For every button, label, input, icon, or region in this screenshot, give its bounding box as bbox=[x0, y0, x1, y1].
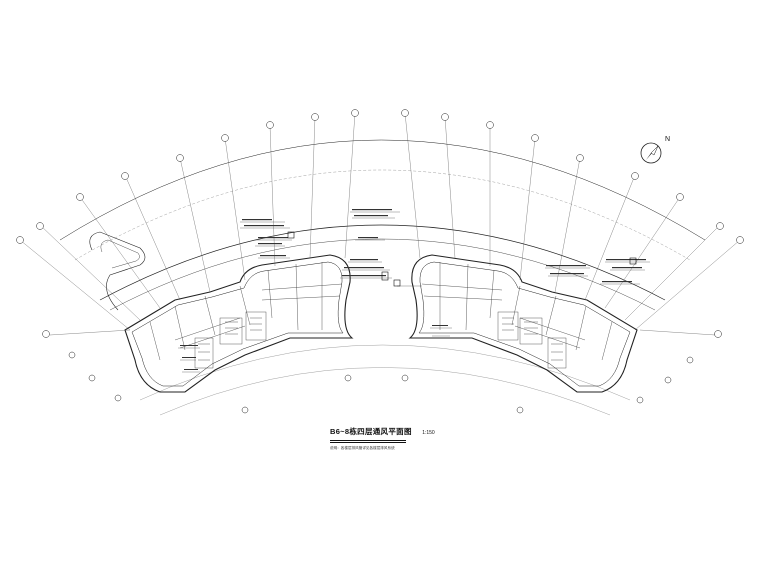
axis-bubbles bbox=[16, 109, 744, 414]
courtyard-arc-2 bbox=[159, 367, 611, 416]
left-rooms bbox=[149, 262, 343, 369]
radial-gridlines bbox=[19, 112, 741, 336]
drawing-scale: 1:150 bbox=[422, 430, 435, 436]
right-building-outline bbox=[408, 254, 638, 393]
annotation-text-marks bbox=[180, 209, 646, 370]
left-building-outline bbox=[124, 254, 354, 393]
drawing-title: B6~8栋四层通风平面图 bbox=[330, 427, 412, 436]
left-building-inner bbox=[131, 261, 344, 387]
ramp-path bbox=[89, 231, 146, 311]
north-label: N bbox=[665, 136, 671, 143]
title-underline-thin bbox=[330, 442, 406, 443]
site-outer-arc-2 bbox=[74, 169, 691, 261]
equipment-symbols bbox=[287, 231, 637, 287]
drawing-note: 说明：各楼层排风管详见各楼层排风系统 bbox=[330, 446, 395, 450]
right-rooms bbox=[421, 262, 613, 369]
site-outer-arc bbox=[59, 139, 706, 241]
courtyard-arc bbox=[139, 344, 631, 401]
drawing-title-block: B6~8栋四层通风平面图 1:150 说明：各楼层排风管详见各楼层排风系统 bbox=[330, 421, 460, 451]
north-arrow-icon bbox=[638, 140, 664, 166]
road-arc-outer bbox=[99, 224, 666, 301]
annotation-leaders bbox=[178, 211, 650, 373]
right-building-inner bbox=[418, 261, 631, 387]
title-underline bbox=[330, 440, 406, 441]
road-arc-inner bbox=[109, 238, 656, 311]
ramp-path-2 bbox=[100, 239, 140, 269]
